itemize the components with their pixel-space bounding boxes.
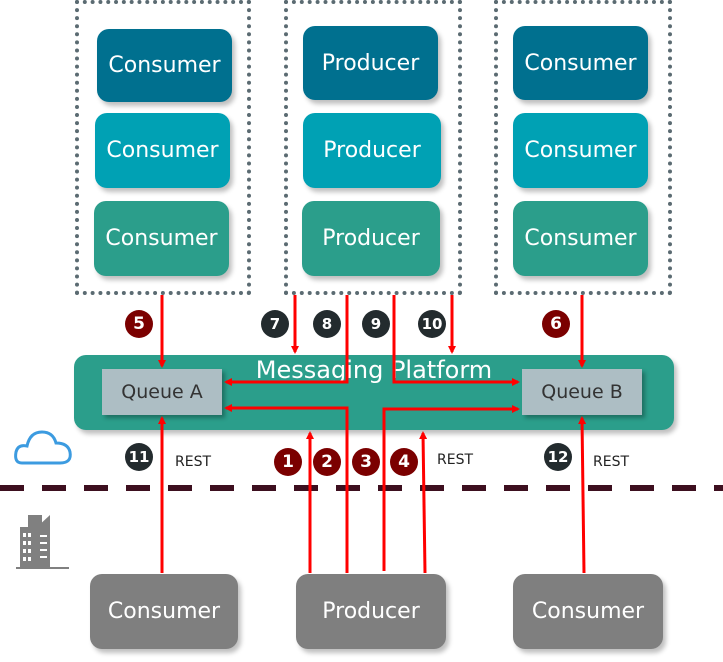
arrow-9 — [392, 295, 520, 386]
consumer-box[interactable]: Consumer — [94, 201, 229, 276]
consumer-box[interactable]: Consumer — [513, 113, 648, 188]
consumer-box[interactable]: Consumer — [513, 201, 648, 276]
arrow-3 — [382, 405, 520, 571]
arrow-12 — [578, 416, 587, 574]
step-badge-11: 11 — [125, 443, 153, 471]
consumer-box[interactable]: Consumer — [95, 113, 230, 188]
consumer-box[interactable]: Consumer — [97, 29, 232, 102]
step-badge-10: 10 — [418, 310, 446, 338]
arrow-4 — [419, 431, 428, 574]
arrow-2 — [224, 404, 349, 573]
producer-box[interactable]: Producer — [303, 113, 441, 188]
step-badge-2: 2 — [313, 448, 341, 476]
step-badge-8: 8 — [313, 310, 341, 338]
step-badge-6: 6 — [542, 310, 570, 338]
producer-group — [284, 0, 462, 295]
consumer-group-right — [494, 0, 672, 295]
step-badge-12: 12 — [544, 443, 572, 471]
rest-label-right: REST — [593, 454, 630, 470]
consumer-box[interactable]: Consumer — [513, 26, 648, 100]
platform-label: Messaging Platform — [255, 356, 493, 384]
step-badge-1: 1 — [274, 448, 302, 476]
producer-box[interactable]: Producer — [303, 26, 438, 100]
producer-box[interactable]: Producer — [302, 201, 440, 276]
queue-b[interactable]: Queue B — [522, 369, 642, 415]
rest-label-middle: REST — [437, 452, 474, 468]
step-badge-3: 3 — [352, 448, 380, 476]
onprem-consumer-left[interactable]: Consumer — [90, 574, 238, 649]
cloud-icon — [14, 430, 72, 465]
consumer-group-left — [75, 0, 251, 295]
step-badge-9: 9 — [362, 310, 390, 338]
onprem-producer[interactable]: Producer — [296, 574, 446, 649]
queue-a[interactable]: Queue A — [102, 369, 222, 415]
building-icon — [16, 515, 69, 569]
step-badge-7: 7 — [261, 310, 289, 338]
rest-label-left: REST — [175, 454, 212, 470]
step-badge-5: 5 — [125, 310, 153, 338]
onprem-consumer-right[interactable]: Consumer — [513, 574, 663, 649]
step-badge-4: 4 — [390, 448, 418, 476]
arrow-8 — [224, 295, 349, 386]
